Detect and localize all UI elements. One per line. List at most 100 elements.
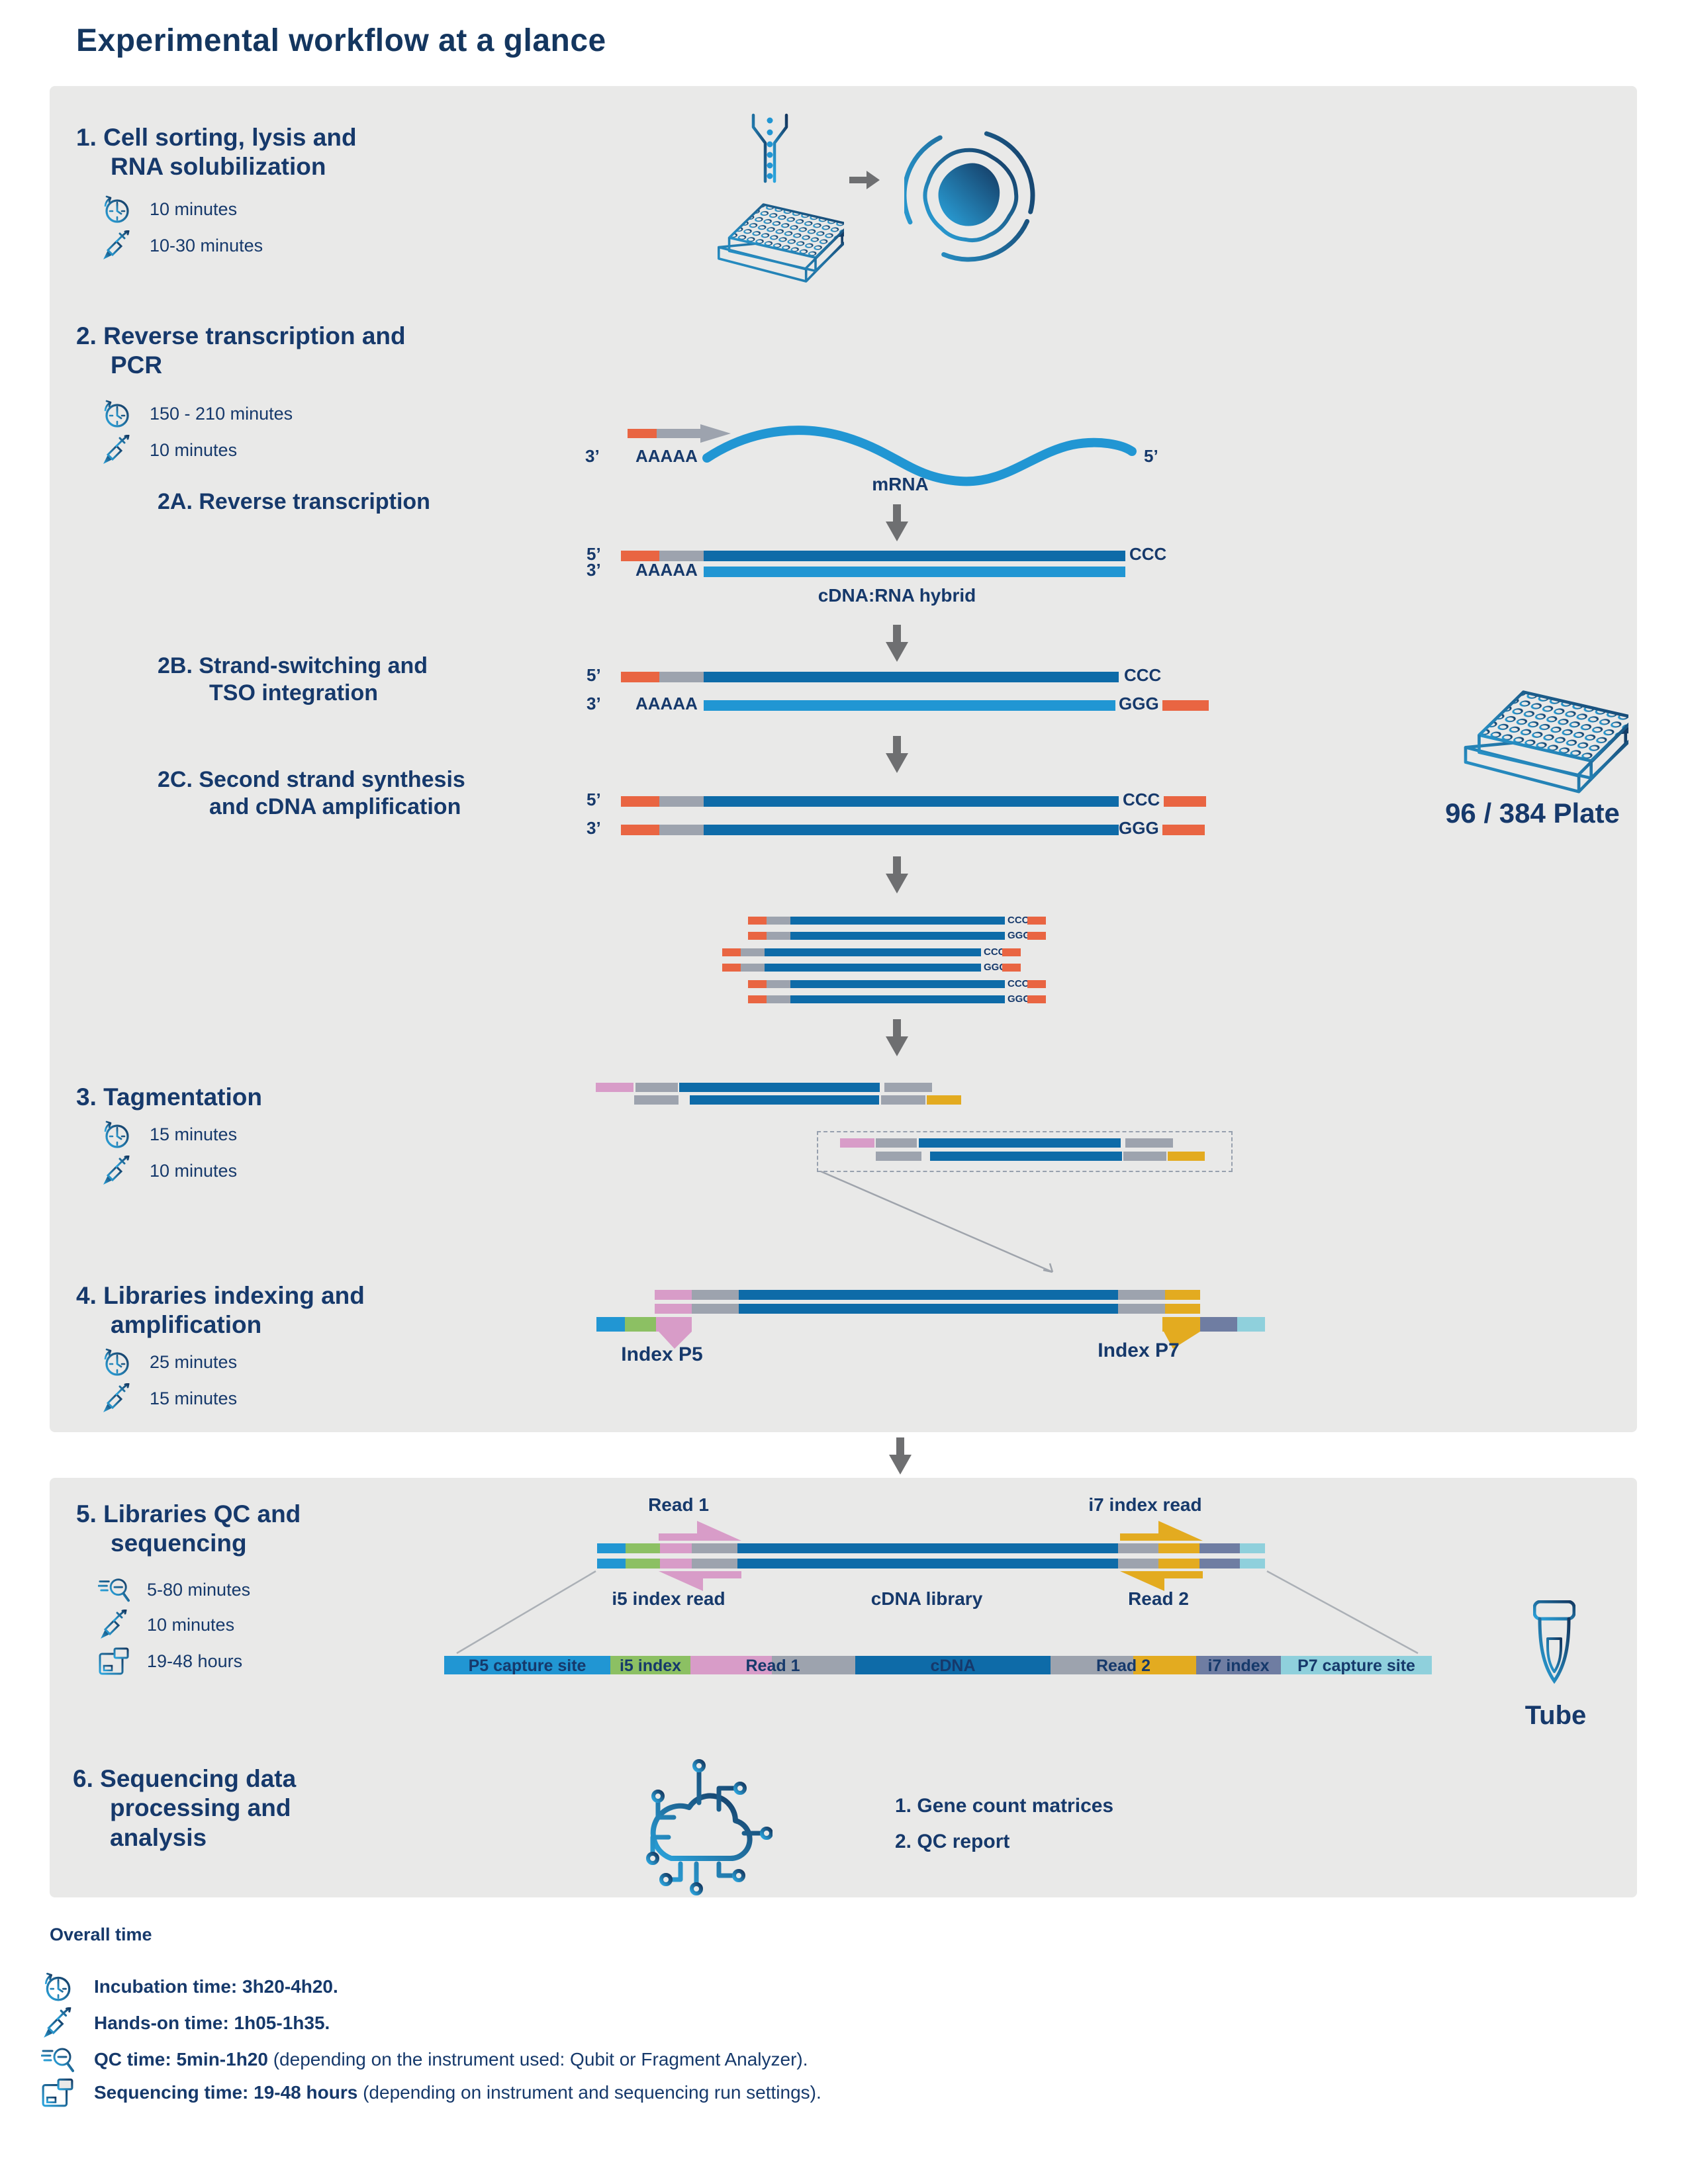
timer-icon: [101, 1118, 132, 1150]
dna-segment: [876, 1152, 921, 1161]
adapter-segment: [655, 1304, 692, 1314]
read1-segment: [660, 1559, 692, 1569]
timer-icon: [101, 398, 132, 430]
primer-overlap-segment: [656, 1317, 692, 1332]
overall-sequencing-rest: (depending on instrument and sequencing …: [357, 2082, 821, 2103]
step2a-heading: 2A. Reverse transcription: [158, 489, 430, 514]
step1-heading: 1. Cell sorting, lysis and RNA solubiliz…: [76, 123, 357, 182]
dna-segment: [722, 948, 741, 956]
mrna-three-prime-label: 3’: [585, 446, 600, 466]
mrna-polya-label: AAAAA: [635, 446, 698, 466]
p5-segment: [597, 1559, 626, 1569]
tube-label: Tube: [1524, 1701, 1587, 1730]
step5-heading-line2: sequencing: [111, 1529, 247, 1557]
overall-sequencing-bold: Sequencing time: 19-48 hours: [94, 2082, 358, 2103]
i7-read-arrow-icon: [1120, 1521, 1203, 1541]
down-arrow-icon: [886, 1019, 908, 1056]
overall-qc-row: QC time: 5min-1h20 (depending on the ins…: [41, 2043, 808, 2076]
mrna-five-prime-label: 5’: [1144, 446, 1158, 466]
adapter-segment: [655, 1290, 692, 1300]
primer-overlap-segment: [1162, 1317, 1200, 1332]
step1-heading-line2: RNA solubilization: [111, 153, 326, 181]
step4-heading: 4. Libraries indexing and amplification: [76, 1281, 365, 1340]
hybrid-ccc-label: CCC: [1129, 544, 1167, 564]
timer-icon: [101, 1346, 132, 1378]
step5-heading-line1: 5. Libraries QC and: [76, 1500, 301, 1527]
dna-segment: [748, 932, 767, 940]
step6-output2: 2. QC report: [895, 1831, 1010, 1852]
read2-arrow-icon: [1120, 1571, 1203, 1591]
read2-segment: [1158, 1543, 1199, 1553]
tso-segment: [1162, 700, 1209, 711]
cdna-strand-segment: [790, 932, 1005, 940]
stack-ggg-label: GGG: [984, 962, 1008, 973]
segment-p7-capture-site: [1281, 1656, 1432, 1674]
timer-icon: [41, 1970, 74, 2003]
i5-read-arrow-icon: [659, 1571, 741, 1591]
dna-segment: [659, 551, 704, 561]
sequencer-icon: [41, 2076, 74, 2109]
dna-segment: [692, 1304, 739, 1314]
dna-segment: [748, 980, 767, 988]
p7-segment: [1240, 1559, 1265, 1569]
2c-five-prime-label: 5’: [586, 790, 601, 809]
read1-arrow-icon: [659, 1521, 741, 1541]
dna-segment: [692, 1559, 737, 1569]
2c-ccc-label: CCC: [1123, 790, 1160, 809]
plate-label: 96 / 384 Plate: [1445, 797, 1620, 829]
cdna-library-label: cDNA library: [870, 1588, 983, 1609]
step1-incubation-label: 10 minutes: [150, 199, 238, 219]
dna-segment: [767, 917, 790, 925]
cdna-strand-segment: [704, 551, 1125, 561]
step2c-heading: 2C. Second strand synthesis and cDNA amp…: [158, 766, 465, 821]
cdna-strand-segment: [739, 1304, 1118, 1314]
pipette-icon: [101, 230, 132, 261]
dna-segment: [767, 980, 790, 988]
dna-segment: [1164, 796, 1206, 807]
cdna-strand-segment: [704, 825, 1119, 835]
segment-i5-index: [610, 1656, 690, 1674]
p5-capture-site-label: P5 capture site: [468, 1657, 586, 1675]
dna-segment: [621, 672, 659, 682]
step3-handson-label: 10 minutes: [150, 1160, 238, 1181]
pipette-icon: [41, 2007, 74, 2040]
read1-label: Read 1: [648, 1494, 709, 1515]
2c-three-prime-label: 3’: [586, 818, 601, 838]
overall-sequencing-row: Sequencing time: 19-48 hours (depending …: [41, 2076, 821, 2109]
i5-index-segment: [625, 1317, 656, 1332]
step6-heading-line2: processing and: [110, 1794, 291, 1822]
adapter-segment: [1165, 1304, 1200, 1314]
2b-three-prime-label: 3’: [586, 694, 601, 713]
step3-heading: 3. Tagmentation: [76, 1083, 262, 1111]
step5-handson-label: 10 minutes: [147, 1614, 235, 1635]
pipette-icon: [101, 1155, 132, 1187]
step6-heading-line1: 6. Sequencing data: [73, 1765, 297, 1792]
step2b-heading: 2B. Strand-switching and TSO integration: [158, 653, 428, 707]
step2-heading-line2: PCR: [111, 351, 163, 379]
dna-segment: [635, 1083, 678, 1092]
primer-adapter-segment: [657, 429, 700, 438]
adapter-segment: [840, 1138, 874, 1148]
dna-segment: [1027, 995, 1046, 1003]
cdna-strand-segment: [765, 948, 981, 956]
down-arrow-icon: [886, 504, 908, 541]
stack-ggg-label: GGG: [1008, 930, 1031, 941]
step3-incubation-row: 15 minutes: [101, 1118, 237, 1150]
2b-polya-label: AAAAA: [635, 694, 698, 713]
qc-icon: [98, 1574, 130, 1606]
cell-sorter-icon: [751, 113, 788, 183]
dna-segment: [1027, 932, 1046, 940]
segment-read1: [690, 1656, 772, 1674]
step1-handson-row: 10-30 minutes: [101, 230, 263, 261]
step2-handson-row: 10 minutes: [101, 434, 237, 466]
step4-heading-line1: 4. Libraries indexing and: [76, 1282, 365, 1309]
step5-qc-label: 5-80 minutes: [147, 1579, 251, 1600]
dna-segment: [1118, 1290, 1165, 1300]
step2b-heading-line2: TSO integration: [209, 680, 378, 705]
read2-label: Read 2: [1128, 1588, 1189, 1609]
stack-ccc-label: CCC: [1008, 915, 1029, 926]
cdna-strand-segment: [790, 917, 1005, 925]
p7-capture-site-label: P7 capture site: [1297, 1657, 1415, 1675]
dna-segment: [621, 796, 659, 807]
